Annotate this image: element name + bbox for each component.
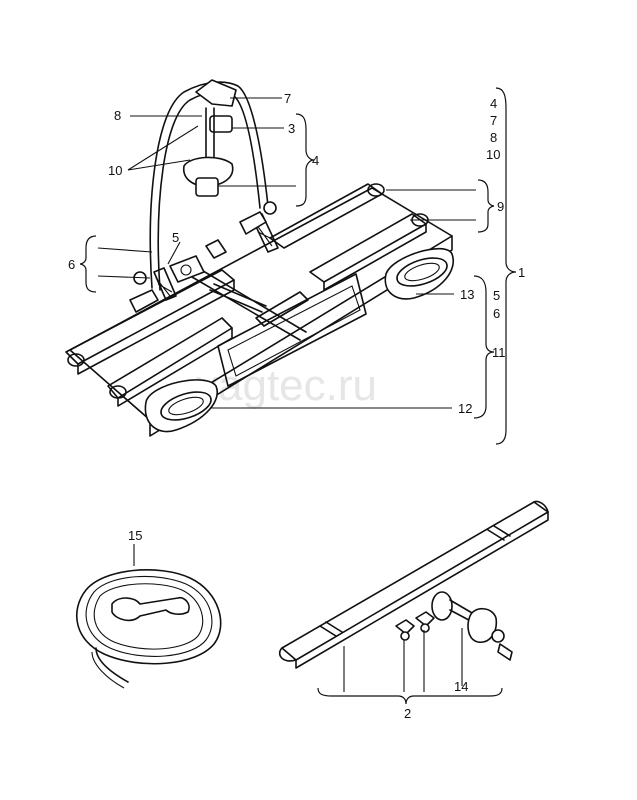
leader-lines xyxy=(97,97,476,692)
callout-2: 2 xyxy=(404,706,411,721)
callout-8: 8 xyxy=(114,108,121,123)
braces xyxy=(79,87,517,705)
group-1-item: 4 xyxy=(490,96,497,111)
callout-14: 14 xyxy=(454,679,468,694)
bike-carrier-drawing xyxy=(65,79,454,437)
watermark-text: vagtec.ru xyxy=(196,361,377,410)
group-1-item: 10 xyxy=(486,147,500,162)
callout-15: 15 xyxy=(128,528,142,543)
cable-coil-drawing xyxy=(75,569,222,689)
callout-10: 10 xyxy=(108,163,122,178)
callouts: 7 8 3 4 10 5 6 9 13 11 12 1 15 14 2 4 7 … xyxy=(68,91,525,721)
group-11-item: 5 xyxy=(493,288,500,303)
callout-9: 9 xyxy=(497,199,504,214)
callout-12: 12 xyxy=(458,401,472,416)
group-11-item: 6 xyxy=(493,306,500,321)
callout-1: 1 xyxy=(518,265,525,280)
callout-13: 13 xyxy=(460,287,474,302)
callout-11: 11 xyxy=(492,345,506,360)
callout-5: 5 xyxy=(172,230,179,245)
group-1-item: 7 xyxy=(490,113,497,128)
callout-4: 4 xyxy=(312,153,319,168)
group-1-item: 8 xyxy=(490,130,497,145)
rail-extension-drawing xyxy=(278,500,549,669)
callout-3: 3 xyxy=(288,121,295,136)
callout-7: 7 xyxy=(284,91,291,106)
callout-6: 6 xyxy=(68,257,75,272)
